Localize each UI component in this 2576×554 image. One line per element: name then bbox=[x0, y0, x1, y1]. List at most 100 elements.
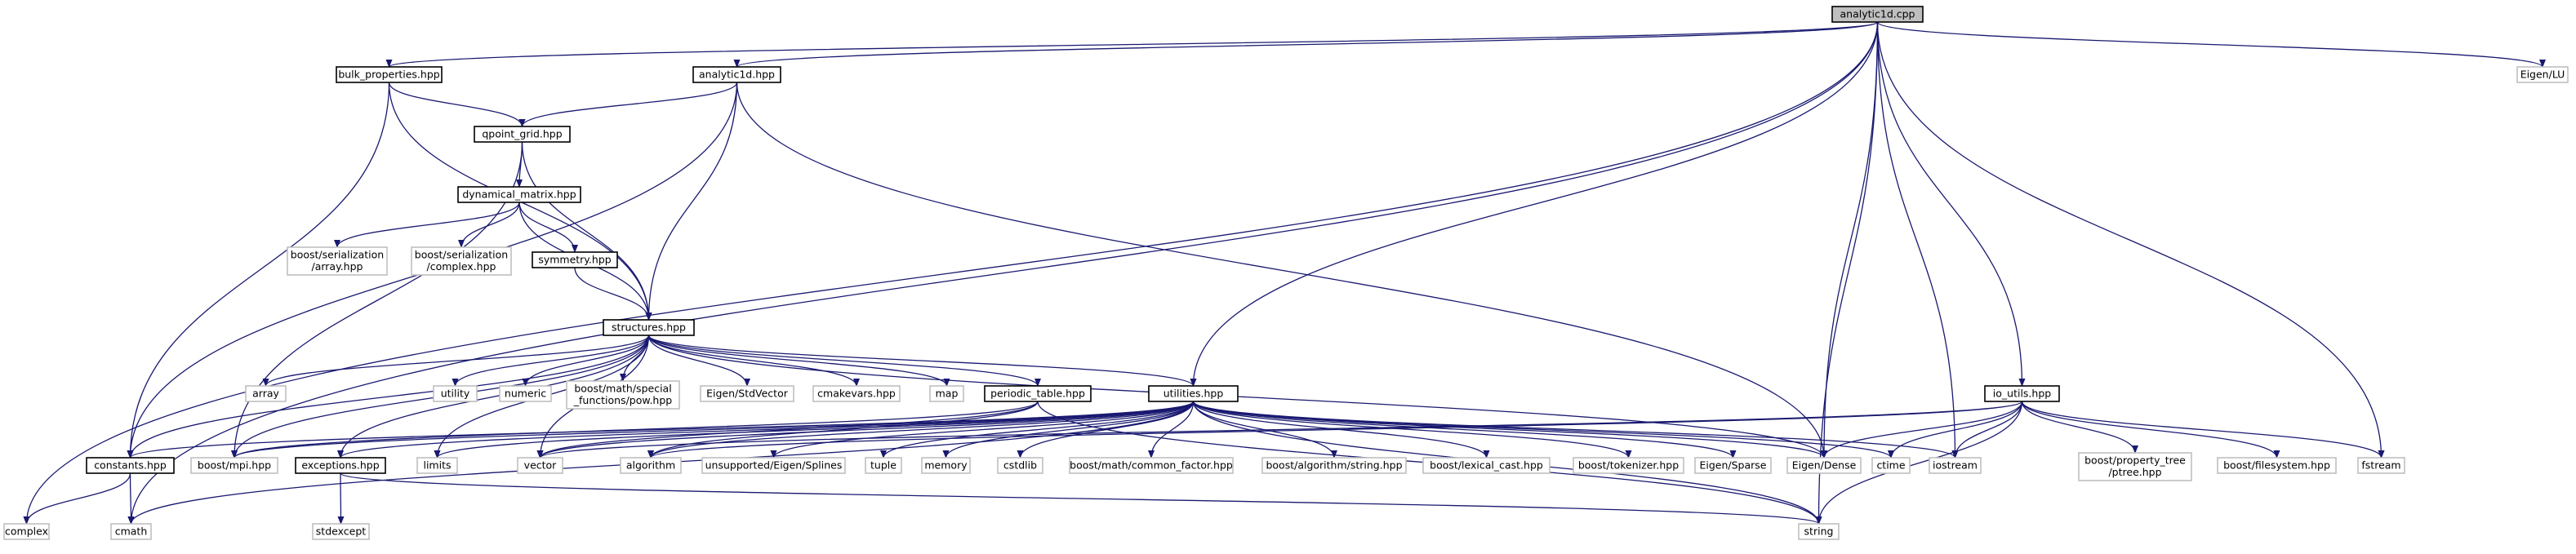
node-boost-lexical-cast: boost/lexical_cast.hpp bbox=[1422, 457, 1550, 474]
node-label: cstdlib bbox=[1003, 459, 1037, 471]
node-box bbox=[499, 385, 552, 402]
edge-analytic1d_cpp-to-fstream bbox=[1876, 21, 2385, 459]
node-box bbox=[1069, 457, 1234, 474]
node-label: Eigen/Dense bbox=[1792, 459, 1857, 471]
node-map: map bbox=[929, 385, 964, 402]
edge-structures-to-array bbox=[262, 335, 650, 387]
node-box bbox=[603, 319, 695, 336]
edge-analytic1d_cpp-to-analytic1d_hpp bbox=[733, 21, 1879, 68]
node-box bbox=[692, 66, 781, 83]
edge-constants-to-complex bbox=[23, 472, 131, 525]
node-ctime: ctime bbox=[1871, 457, 1911, 474]
edge-io_utils-to-iostream bbox=[1951, 401, 2023, 459]
node-label: limits bbox=[423, 459, 451, 471]
node-unsupported-splines: unsupported/Eigen/Splines bbox=[701, 457, 846, 474]
node-label: dynamical_matrix.hpp bbox=[462, 188, 576, 200]
node-string: string bbox=[1798, 523, 1840, 540]
node-io-utils[interactable]: io_utils.hpp bbox=[1984, 385, 2060, 402]
edge-analytic1d_hpp-to-structures bbox=[645, 82, 738, 321]
edge-analytic1d_cpp-to-complex bbox=[23, 21, 1879, 525]
node-label: tuple bbox=[870, 459, 896, 471]
node-box bbox=[1831, 6, 1924, 23]
node-box bbox=[620, 457, 682, 474]
edge-io_utils-to-boost_filesystem bbox=[2021, 401, 2280, 459]
edge-structures-to-utilities bbox=[647, 335, 1197, 387]
edge-structures-to-periodic_table bbox=[647, 335, 1041, 387]
node-structures[interactable]: structures.hpp bbox=[603, 319, 695, 336]
edge-symmetry-to-structures bbox=[574, 267, 652, 321]
node-box bbox=[1422, 457, 1550, 474]
edge-qpoint_grid-to-structures bbox=[521, 141, 652, 321]
node-limits: limits bbox=[416, 457, 458, 474]
node-label: cmakevars.hpp bbox=[817, 387, 896, 399]
node-box bbox=[517, 457, 563, 474]
node-box bbox=[3, 523, 50, 540]
edge-exceptions-to-string bbox=[340, 472, 1822, 525]
node-box bbox=[2078, 452, 2192, 481]
node-label: qpoint_grid.hpp bbox=[482, 127, 562, 140]
node-box bbox=[997, 457, 1043, 474]
node-cmath: cmath bbox=[110, 523, 152, 540]
edge-utilities-to-exceptions bbox=[337, 401, 1195, 459]
node-vector: vector bbox=[517, 457, 563, 474]
node-box bbox=[245, 385, 287, 402]
node-utility: utility bbox=[433, 385, 478, 402]
node-box bbox=[86, 457, 175, 474]
node-array: array bbox=[245, 385, 287, 402]
node-label: memory bbox=[924, 459, 968, 471]
node-box bbox=[2217, 457, 2337, 474]
edge-analytic1d_cpp-to-eigen_lu bbox=[1876, 21, 2546, 68]
edge-periodic_table-to-vector bbox=[536, 401, 1039, 459]
node-label: boost/math/special bbox=[574, 383, 671, 395]
node-label: boost/mpi.hpp bbox=[198, 459, 271, 471]
node-box bbox=[921, 457, 971, 474]
node-box bbox=[433, 385, 478, 402]
node-label: boost/property_tree bbox=[2084, 454, 2186, 467]
node-boost-common-factor: boost/math/common_factor.hpp bbox=[1069, 457, 1234, 474]
edge-utilities-to-eigen_dense bbox=[1192, 401, 1827, 459]
node-label: periodic_table.hpp bbox=[990, 387, 1085, 399]
edge-dynamical_matrix-to-symmetry bbox=[518, 202, 578, 253]
node-label: ctime bbox=[1876, 459, 1905, 471]
node-qpoint-grid[interactable]: qpoint_grid.hpp bbox=[474, 126, 571, 143]
node-analytic1d-hpp[interactable]: analytic1d.hpp bbox=[692, 66, 781, 83]
edge-utilities-to-iostream bbox=[1192, 401, 1959, 459]
node-algorithm: algorithm bbox=[620, 457, 682, 474]
node-label: array bbox=[252, 387, 279, 399]
edge-io_utils-to-fstream bbox=[2021, 401, 2385, 459]
node-dynamical-matrix[interactable]: dynamical_matrix.hpp bbox=[457, 186, 581, 203]
node-constants[interactable]: constants.hpp bbox=[86, 457, 175, 474]
node-fstream: fstream bbox=[2357, 457, 2405, 474]
edge-utilities-to-boost_mpi bbox=[231, 401, 1195, 459]
node-box bbox=[457, 186, 581, 203]
node-utilities[interactable]: utilities.hpp bbox=[1148, 385, 1239, 402]
edge-utilities-to-algorithm bbox=[647, 401, 1195, 459]
edge-analytic1d_cpp-to-io_utils bbox=[1876, 21, 2026, 387]
node-label: utilities.hpp bbox=[1163, 387, 1224, 399]
node-label: io_utils.hpp bbox=[1993, 387, 2051, 399]
node-label: iostream bbox=[1933, 459, 1978, 471]
node-label: boost/algorithm/string.hpp bbox=[1266, 459, 1402, 471]
node-boost-ser-array: boost/serialization/array.hpp bbox=[287, 246, 388, 276]
node-exceptions[interactable]: exceptions.hpp bbox=[295, 457, 386, 474]
node-box bbox=[416, 457, 458, 474]
node-box bbox=[929, 385, 964, 402]
node-boost-mpi: boost/mpi.hpp bbox=[190, 457, 278, 474]
node-bulk-properties[interactable]: bulk_properties.hpp bbox=[336, 66, 443, 83]
node-label: constants.hpp bbox=[94, 459, 167, 471]
node-symmetry[interactable]: symmetry.hpp bbox=[532, 251, 618, 268]
edge-structures-to-numeric bbox=[522, 335, 650, 387]
node-box bbox=[336, 66, 443, 83]
node-boost-tokenizer: boost/tokenizer.hpp bbox=[1573, 457, 1684, 474]
node-box bbox=[1871, 457, 1911, 474]
node-analytic1d-cpp[interactable]: analytic1d.cpp bbox=[1831, 6, 1924, 23]
node-eigen-dense: Eigen/Dense bbox=[1786, 457, 1862, 474]
node-label: boost/serialization bbox=[415, 249, 508, 261]
node-boost-filesystem: boost/filesystem.hpp bbox=[2217, 457, 2337, 474]
node-periodic-table[interactable]: periodic_table.hpp bbox=[984, 385, 1092, 402]
node-box bbox=[1573, 457, 1684, 474]
edge-io_utils-to-eigen_dense bbox=[1821, 401, 2023, 459]
node-complex: complex bbox=[3, 523, 50, 540]
node-label: unsupported/Eigen/Splines bbox=[705, 459, 843, 471]
edge-utilities-to-vector bbox=[536, 401, 1195, 459]
